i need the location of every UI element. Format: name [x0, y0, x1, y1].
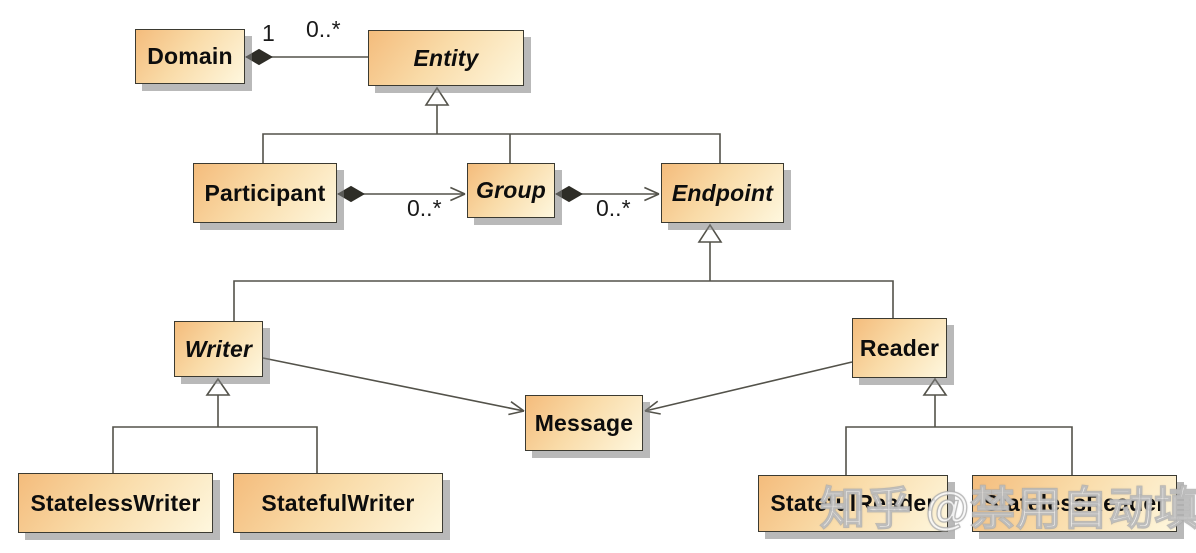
- class-box-statelesswriter: StatelessWriter: [18, 473, 213, 533]
- class-box-statelessreader: StatelessReader: [972, 475, 1177, 532]
- class-name-statefulwriter: StatefulWriter: [261, 489, 415, 516]
- class-name-endpoint: Endpoint: [671, 179, 774, 206]
- class-name-participant: Participant: [204, 179, 326, 206]
- composition-group-endpoint-diamond: [554, 185, 584, 203]
- class-name-statefulreader: StatefulReader: [770, 490, 936, 516]
- generalization-endpoint-rail: [233, 280, 894, 321]
- composition-participant-group-arrowhead-1: [450, 193, 466, 202]
- composition-group-endpoint-arrowhead-0: [644, 186, 660, 195]
- association-reader-message-arrowhead-0: [644, 410, 661, 415]
- class-box-group: Group: [467, 163, 555, 218]
- composition-participant-group-diamond: [336, 185, 366, 203]
- class-name-entity: Entity: [413, 44, 479, 71]
- association-reader-message-arrowhead-1: [644, 400, 659, 412]
- class-box-domain: Domain: [135, 29, 245, 84]
- association-writer-message: [262, 357, 525, 412]
- association-reader-message: [644, 361, 853, 412]
- composition-participant-group-arrowhead-0: [450, 186, 466, 195]
- multiplicity-group-0-star: 0..*: [407, 195, 442, 221]
- class-name-reader: Reader: [859, 334, 940, 361]
- class-box-entity: Entity: [368, 30, 524, 86]
- multiplicity-domain-1: 1: [262, 20, 275, 46]
- generalization-triangle-entity: [424, 86, 450, 106]
- class-box-writer: Writer: [174, 321, 263, 377]
- class-name-message: Message: [534, 409, 634, 436]
- class-box-statefulwriter: StatefulWriter: [233, 473, 443, 533]
- generalization-entity-rail: [262, 133, 721, 163]
- class-name-group: Group: [476, 177, 546, 203]
- class-name-domain: Domain: [147, 43, 233, 69]
- generalization-triangle-writer: [205, 377, 231, 396]
- generalization-triangle-reader: [922, 377, 948, 396]
- class-box-participant: Participant: [193, 163, 337, 223]
- generalization-reader-rail: [845, 426, 1073, 475]
- composition-group-endpoint-arrowhead-1: [644, 193, 660, 202]
- class-name-writer: Writer: [184, 335, 253, 362]
- association-writer-message-arrowhead-1: [508, 410, 525, 416]
- generalization-triangle-endpoint: [697, 223, 723, 243]
- class-name-statelesswriter: StatelessWriter: [30, 489, 201, 516]
- multiplicity-endpoint-0-star: 0..*: [596, 195, 631, 221]
- composition-domain-entity-diamond: [244, 48, 274, 66]
- class-box-message: Message: [525, 395, 643, 451]
- multiplicity-entity-0-star: 0..*: [306, 16, 341, 42]
- class-name-statelessreader: StatelessReader: [983, 490, 1166, 516]
- generalization-writer-rail: [112, 426, 318, 473]
- class-box-statefulreader: StatefulReader: [758, 475, 948, 532]
- class-box-reader: Reader: [852, 318, 947, 378]
- class-box-endpoint: Endpoint: [661, 163, 784, 223]
- association-writer-message-arrowhead-0: [510, 401, 525, 412]
